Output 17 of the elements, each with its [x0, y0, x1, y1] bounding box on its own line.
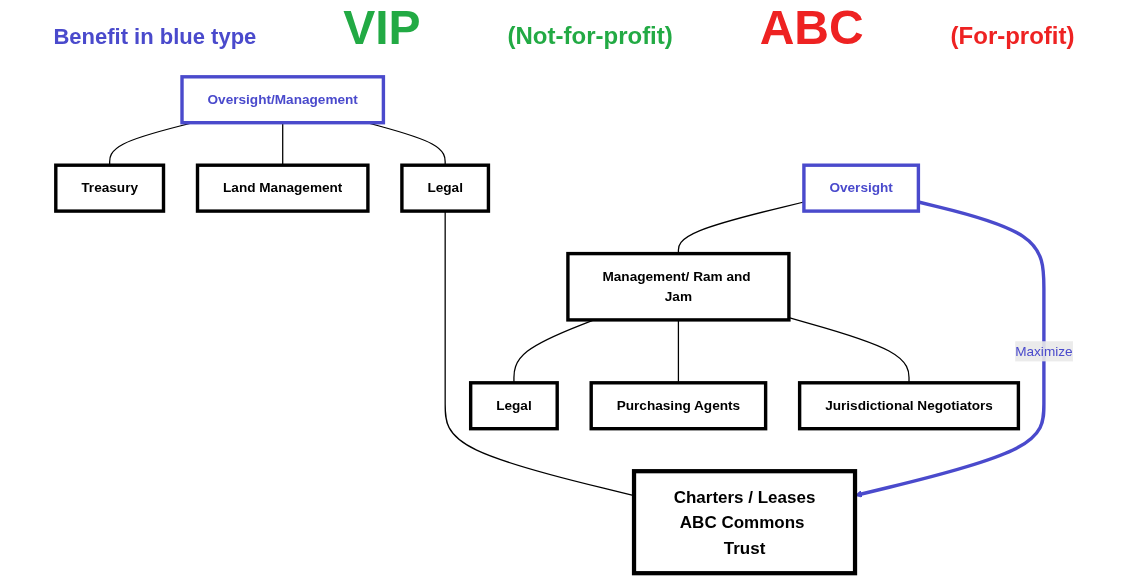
- benefit-note: Benefit in blue type: [53, 24, 257, 50]
- edge-label: Maximize: [1014, 343, 1073, 359]
- node-box: Legal: [400, 163, 490, 213]
- node-box: Treasury: [53, 163, 165, 213]
- node-box: Jurisdictional Negotiators: [797, 381, 1020, 431]
- node-box: Oversight/Management: [180, 75, 385, 125]
- connector: [281, 122, 284, 166]
- organization-heading: VIP: [343, 0, 421, 55]
- node-box: Management/ Ram and Jam: [566, 251, 791, 322]
- organization-heading: ABC: [759, 0, 864, 55]
- organization-subheading: (For-profit): [950, 22, 1075, 50]
- node-box: Charters / Leases ABC Commons Trust: [631, 469, 857, 576]
- organization-subheading: (Not-for-profit): [507, 22, 673, 50]
- node-box: Oversight: [802, 163, 920, 213]
- node-box: Land Management: [195, 163, 370, 213]
- node-box: Purchasing Agents: [589, 381, 768, 431]
- node-box: Legal: [468, 381, 559, 431]
